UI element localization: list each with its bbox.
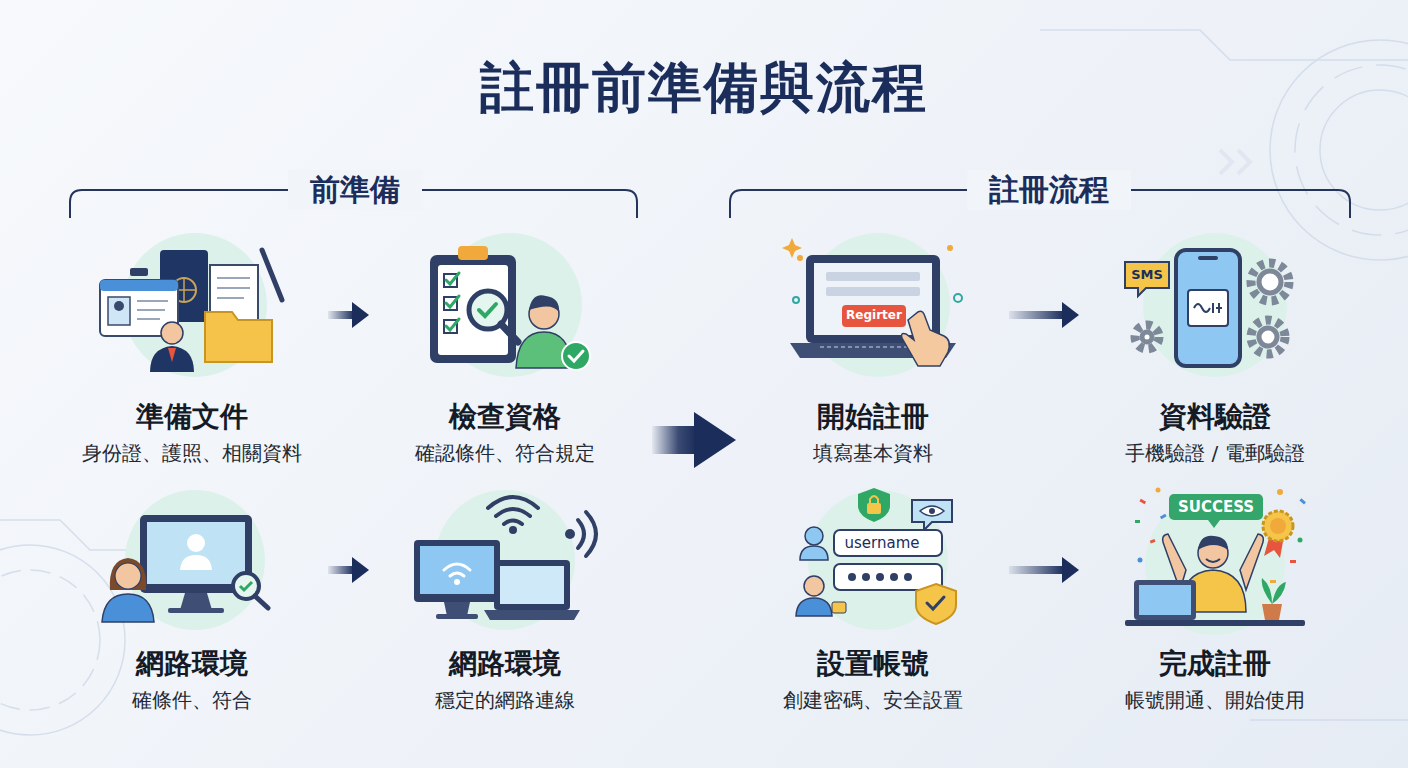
section-arrow [652, 412, 736, 468]
arrow-shaft [328, 311, 354, 319]
arrow-shaft [328, 566, 354, 574]
flow-arrow [1009, 557, 1079, 583]
diagram-title: 註冊前準備與流程 [0, 52, 1408, 125]
laptop-icon [782, 233, 962, 377]
step-title: 網路環境 [136, 646, 248, 682]
section-group: 註冊流程開始註冊填寫基本資料資料驗證手機驗證 / 電郵驗證設置帳號創建密碼、安全… [738, 158, 1360, 720]
process-step: 網路環境確條件、符合 [62, 490, 322, 714]
section-heading: 註冊流程 [967, 170, 1131, 210]
arrow-head [694, 412, 736, 468]
step-description: 穩定的網路連線 [435, 686, 575, 714]
section-group: 前準備準備文件身份證、護照、相關資料檢查資格確認條件、符合規定網路環境確條件、符… [60, 158, 650, 720]
arrow-shaft [1009, 311, 1064, 319]
step-title: 資料驗證 [1159, 399, 1271, 435]
process-step: 網路環境穩定的網路連線 [375, 490, 635, 714]
flow-arrow [328, 302, 369, 328]
arrow-head [1062, 302, 1079, 328]
icon-label: SMS [1131, 268, 1163, 282]
section-bracket [70, 190, 1350, 218]
step-title: 檢查資格 [449, 399, 561, 435]
step-description: 身份證、護照、相關資料 [82, 439, 302, 467]
step-title: 開始註冊 [817, 399, 929, 435]
section-heading: 前準備 [288, 170, 422, 210]
arrow-shaft [652, 426, 696, 454]
step-description: 手機驗證 / 電郵驗證 [1125, 439, 1304, 467]
icon-label: Regirter [846, 309, 902, 322]
tech-decoration [0, 30, 1408, 735]
flow-arrow [1009, 302, 1079, 328]
process-step: 開始註冊填寫基本資料 [743, 235, 1003, 467]
checklist-icon [430, 233, 590, 377]
arrow-head [1062, 557, 1079, 583]
flow-arrow [328, 557, 369, 583]
section-heading-row: 註冊流程 [738, 170, 1360, 210]
network-icon [414, 490, 596, 630]
process-step: 資料驗證手機驗證 / 電郵驗證 [1085, 235, 1345, 467]
step-title: 設置帳號 [817, 646, 929, 682]
process-step: 設置帳號創建密碼、安全設置 [743, 490, 1003, 714]
process-step: 完成註冊帳號開通、開始使用 [1085, 490, 1345, 714]
section-heading-row: 前準備 [60, 170, 650, 210]
arrow-head [352, 557, 369, 583]
icon-label: SUCCESS [1178, 499, 1254, 516]
success-icon [1125, 488, 1306, 636]
phone-icon [1125, 233, 1289, 377]
step-title: 網路環境 [449, 646, 561, 682]
step-title: 準備文件 [136, 399, 248, 435]
arrow-shaft [1009, 566, 1064, 574]
monitor-user-icon [102, 490, 268, 630]
arrow-head [352, 302, 369, 328]
account-icon [796, 488, 956, 630]
step-description: 確條件、符合 [132, 686, 252, 714]
process-step: 準備文件身份證、護照、相關資料 [62, 235, 322, 467]
step-description: 創建密碼、安全設置 [783, 686, 963, 714]
documents-icon [100, 233, 282, 377]
step-description: 帳號開通、開始使用 [1125, 686, 1305, 714]
step-description: 填寫基本資料 [813, 439, 933, 467]
step-title: 完成註冊 [1159, 646, 1271, 682]
step-description: 確認條件、符合規定 [415, 439, 595, 467]
process-step: 檢查資格確認條件、符合規定 [375, 235, 635, 467]
icon-label: username [845, 535, 920, 552]
